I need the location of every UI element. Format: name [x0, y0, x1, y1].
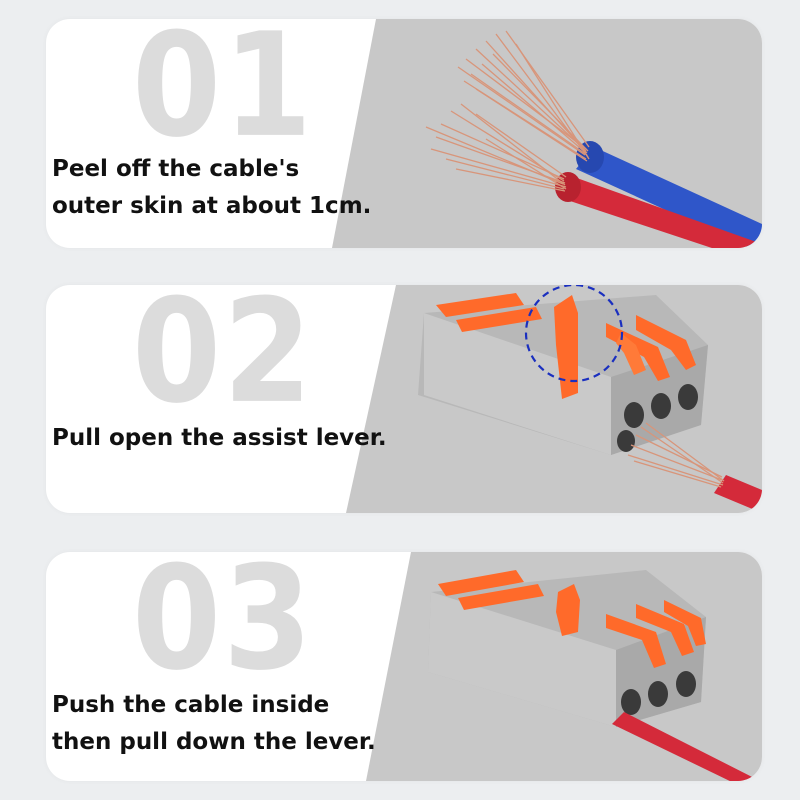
wire-hole — [621, 689, 641, 715]
lever-closed — [636, 315, 696, 370]
caption-line-1: Peel off the cable's — [52, 156, 300, 182]
stripped-cable-photo — [425, 30, 762, 248]
wire-hole — [651, 393, 671, 419]
wire-hole — [648, 681, 668, 707]
connector-side — [428, 592, 616, 727]
step-1-card: 01 Peel off the cable's outer skin at ab… — [46, 19, 762, 248]
lever-closed — [438, 570, 524, 596]
red-cable-inserted — [612, 712, 761, 781]
lever-down — [556, 584, 580, 636]
connector-side — [424, 313, 611, 455]
lever-closed — [636, 604, 694, 656]
step-caption: Pull open the assist lever. — [52, 420, 387, 457]
lever-closed — [436, 293, 524, 317]
step-number: 03 — [132, 552, 315, 703]
step-2-card: 02 Pull open the assist lever. — [46, 285, 762, 513]
step-caption: Push the cable inside then pull down the… — [52, 687, 376, 761]
connector-lever-open-photo — [418, 285, 762, 513]
connector-cable-inserted-photo — [428, 570, 761, 781]
lever-closed — [664, 600, 706, 646]
wire-hole — [624, 402, 644, 428]
step-number: 01 — [132, 19, 315, 170]
caption-line-1: Push the cable inside — [52, 692, 330, 718]
lever-closed — [606, 614, 666, 668]
lever-closed — [616, 333, 646, 375]
wire-hole — [678, 384, 698, 410]
copper-strands — [627, 422, 725, 488]
caption-line-2: then pull down the lever. — [52, 729, 376, 755]
step-number: 02 — [132, 285, 315, 436]
red-copper-strands — [425, 103, 567, 192]
blue-cable — [576, 147, 762, 248]
red-cable — [714, 475, 762, 513]
caption-line-1: Pull open the assist lever. — [52, 425, 387, 451]
lever-closed — [458, 584, 544, 610]
blue-copper-strands — [457, 30, 590, 162]
wire-hole — [617, 430, 635, 452]
red-cable — [558, 177, 762, 248]
step-3-card: 03 Push the cable inside then pull down … — [46, 552, 762, 781]
wire-hole — [676, 671, 696, 697]
lever-closed — [456, 307, 542, 332]
step-caption: Peel off the cable's outer skin at about… — [52, 151, 371, 225]
lever-open — [554, 295, 578, 399]
dashed-highlight-circle — [524, 285, 624, 383]
caption-line-2: outer skin at about 1cm. — [52, 193, 372, 219]
